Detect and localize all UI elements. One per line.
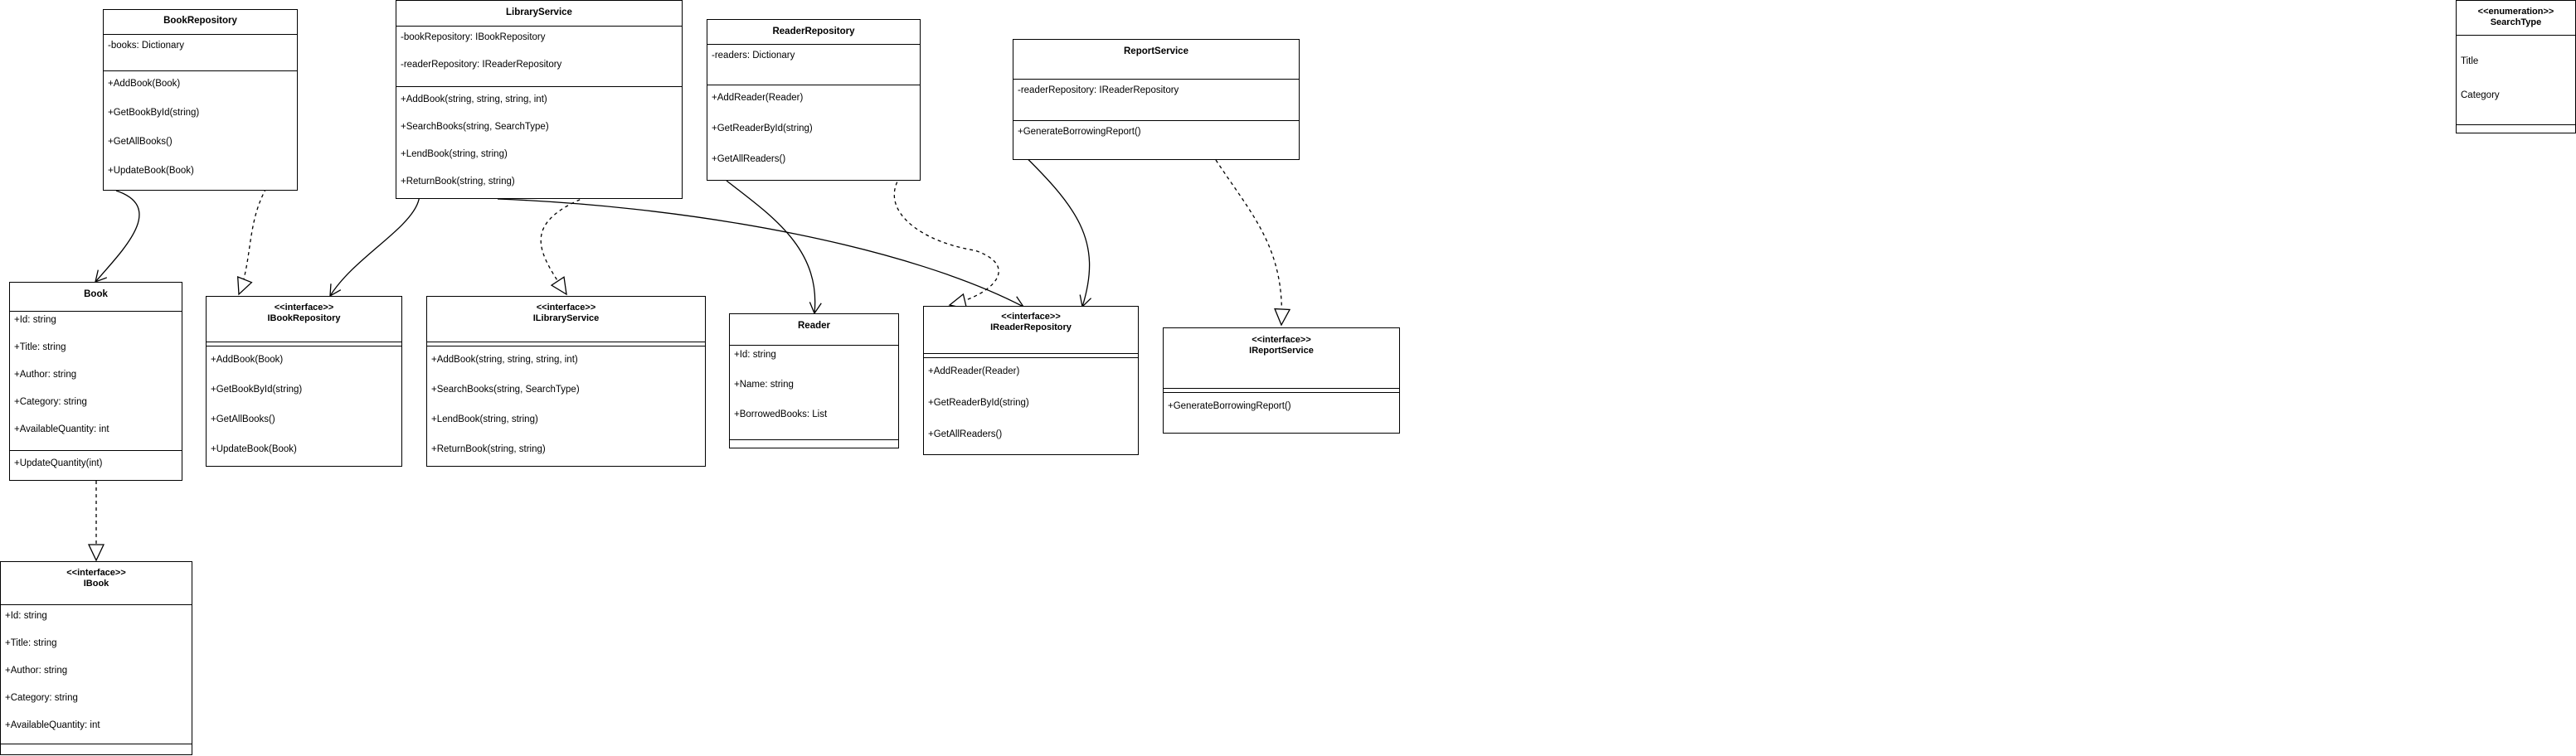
class-title: SearchType [2490, 17, 2542, 27]
method-generateborrowingreport: +GenerateBorrowingReport() [1168, 401, 1291, 411]
attribute-title: +Title: string [14, 342, 66, 352]
attribute-author: +Author: string [14, 370, 77, 380]
enum-searchtype: <<enumeration>> SearchType Title Categor… [2456, 0, 2576, 133]
method-updatebook: +UpdateBook(Book) [108, 166, 194, 176]
attribute-readers: -readers: Dictionary [712, 51, 795, 61]
method-addbook: +AddBook(string, string, string, int) [401, 94, 547, 104]
method-getallbooks: +GetAllBooks() [108, 137, 173, 147]
method-addbook: +AddBook(Book) [108, 79, 181, 89]
interface-ireaderrepository: <<interface>> IReaderRepository +AddRead… [923, 306, 1139, 455]
attribute-bookrepository: -bookRepository: IBookRepository [401, 32, 546, 42]
attribute-id: +Id: string [14, 315, 56, 325]
class-title: IBook [83, 579, 109, 589]
attribute-availablequantity: +AvailableQuantity: int [14, 424, 109, 434]
class-bookrepository: BookRepository -books: Dictionary +AddBo… [103, 9, 298, 191]
assoc-reportservice-ireaderrepository [1013, 144, 1092, 308]
attribute-name: +Name: string [734, 380, 794, 390]
attribute-books: -books: Dictionary [108, 41, 185, 51]
interface-ibookrepository: <<interface>> IBookRepository +AddBook(B… [206, 296, 402, 467]
class-title: BookRepository [163, 16, 237, 26]
method-returnbook: +ReturnBook(string, string) [401, 177, 515, 187]
method-lendbook: +LendBook(string, string) [401, 149, 508, 159]
method-getallreaders: +GetAllReaders() [712, 154, 786, 164]
assoc-readerrepository-reader [726, 180, 822, 315]
interface-ilibraryservice: <<interface>> ILibraryService +AddBook(s… [426, 296, 706, 467]
method-returnbook: +ReturnBook(string, string) [431, 444, 546, 454]
class-title: ReaderRepository [772, 27, 855, 36]
method-addbook: +AddBook(string, string, string, int) [431, 355, 578, 365]
interface-ireportservice: <<interface>> IReportService +GenerateBo… [1163, 327, 1400, 434]
method-updatebook: +UpdateBook(Book) [211, 444, 297, 454]
method-addreader: +AddReader(Reader) [928, 366, 1020, 376]
class-title: IBookRepository [267, 313, 341, 323]
attribute-readerrepository: -readerRepository: IReaderRepository [1018, 85, 1179, 95]
method-searchbooks: +SearchBooks(string, SearchType) [431, 385, 580, 395]
class-book: Book +Id: string +Title: string +Author:… [9, 282, 182, 481]
realize-readerrepository-ireaderrepository [893, 157, 999, 310]
method-searchbooks: +SearchBooks(string, SearchType) [401, 122, 549, 132]
method-addreader: +AddReader(Reader) [712, 93, 804, 103]
assoc-bookrepository-book [95, 190, 140, 284]
attribute-id: +Id: string [734, 350, 776, 360]
class-reportservice: ReportService -readerRepository: IReader… [1013, 39, 1300, 160]
attribute-borrowedbooks: +BorrowedBooks: List [734, 410, 828, 419]
method-addbook: +AddBook(Book) [211, 355, 284, 365]
method-getbookbyid: +GetBookById(string) [108, 108, 200, 118]
enum-value-category: Category [2461, 90, 2500, 100]
attribute-availablequantity: +AvailableQuantity: int [5, 720, 100, 730]
attribute-id: +Id: string [5, 611, 47, 621]
method-updatequantity: +UpdateQuantity(int) [14, 458, 103, 468]
method-generateborrowingreport: +GenerateBorrowingReport() [1018, 127, 1141, 137]
attribute-category: +Category: string [5, 693, 78, 703]
method-lendbook: +LendBook(string, string) [431, 414, 538, 424]
method-getreaderbyid: +GetReaderById(string) [712, 124, 813, 133]
class-libraryservice: LibraryService -bookRepository: IBookRep… [396, 0, 683, 199]
class-title: Book [84, 289, 108, 299]
stereotype-label: <<interface>> [536, 303, 596, 313]
class-title: ReportService [1124, 46, 1188, 56]
realize-reportservice-ireportservice [1215, 159, 1291, 327]
attribute-readerrepository: -readerRepository: IReaderRepository [401, 60, 562, 70]
class-title: IReportService [1249, 346, 1314, 356]
stereotype-label: <<enumeration>> [2477, 7, 2554, 17]
stereotype-label: <<interface>> [1001, 312, 1061, 322]
method-getallbooks: +GetAllBooks() [211, 414, 275, 424]
method-getbookbyid: +GetBookById(string) [211, 385, 303, 395]
attribute-author: +Author: string [5, 666, 68, 676]
class-readerrepository: ReaderRepository -readers: Dictionary +A… [707, 19, 921, 181]
stereotype-label: <<interface>> [274, 303, 334, 313]
class-title: Reader [798, 321, 830, 331]
class-title: ILibraryService [532, 313, 600, 323]
method-getallreaders: +GetAllReaders() [928, 429, 1003, 439]
enum-value-title: Title [2461, 56, 2479, 66]
attribute-title: +Title: string [5, 638, 57, 648]
stereotype-label: <<interface>> [66, 568, 126, 578]
assoc-libraryservice-ireaderrepository [497, 198, 1025, 308]
class-reader: Reader +Id: string +Name: string +Borrow… [729, 313, 899, 448]
class-title: LibraryService [506, 7, 572, 17]
method-getreaderbyid: +GetReaderById(string) [928, 398, 1029, 408]
interface-ibook: <<interface>> IBook +Id: string +Title: … [0, 561, 192, 755]
class-title: IReaderRepository [990, 322, 1072, 332]
stereotype-label: <<interface>> [1252, 335, 1311, 345]
attribute-category: +Category: string [14, 397, 87, 407]
